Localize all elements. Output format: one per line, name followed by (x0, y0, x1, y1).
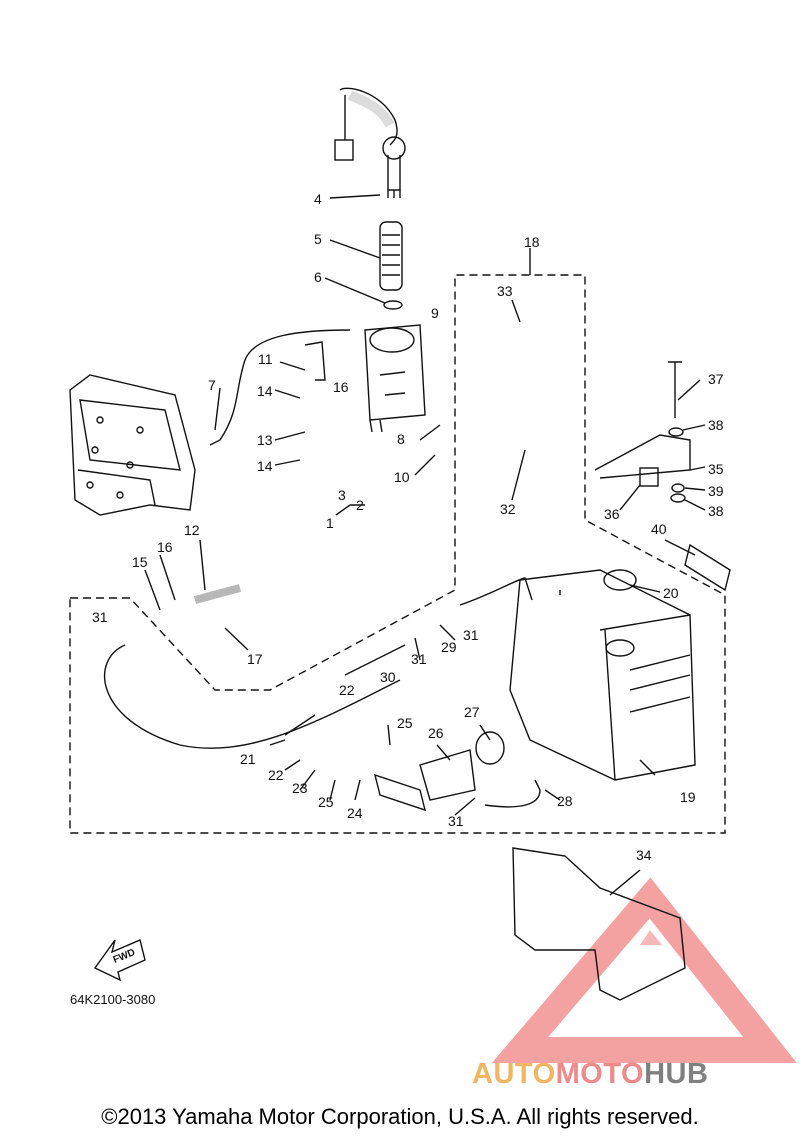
callout-19: 19 (680, 789, 696, 805)
fwd-arrow-icon (93, 939, 146, 982)
callout-24: 24 (347, 805, 363, 821)
callout-20: 20 (663, 585, 679, 601)
watermark-hub: HUB (644, 1058, 709, 1090)
bracket-34 (512, 847, 686, 1001)
hose-30 (344, 644, 406, 676)
callout-34: 34 (636, 847, 652, 863)
filter-element (379, 221, 403, 291)
callout-36: 36 (604, 506, 620, 522)
callout-16b: 16 (157, 539, 173, 555)
callout-7: 7 (208, 377, 216, 393)
callout-5: 5 (314, 231, 322, 247)
band-35 (594, 434, 691, 487)
callout-10: 10 (394, 469, 410, 485)
callout-31c: 31 (411, 651, 427, 667)
callout-11: 11 (258, 351, 273, 367)
hose-top-tank (459, 577, 533, 606)
callout-27: 27 (464, 704, 480, 720)
callout-25b: 25 (318, 794, 334, 810)
hose-12 (193, 584, 242, 604)
callout-37: 37 (708, 371, 724, 387)
callout-17: 17 (247, 651, 263, 667)
callout-28: 28 (557, 793, 573, 809)
washer-39 (671, 483, 685, 493)
filter-housing (364, 324, 426, 433)
hose-28 (484, 779, 541, 808)
callout-15: 15 (132, 554, 148, 570)
copyright-notice: ©2013 Yamaha Motor Corporation, U.S.A. A… (101, 1104, 699, 1129)
hose-21 (284, 714, 316, 736)
watermark-triangle-inner (640, 930, 662, 945)
watermark-moto: MOTO (555, 1058, 645, 1090)
callout-39: 39 (708, 483, 724, 499)
hose-31-long (103, 644, 401, 749)
fuel-tank (509, 569, 696, 781)
callout-22a: 22 (339, 682, 355, 698)
callout-22b: 22 (268, 767, 284, 783)
hose-7 (209, 329, 351, 446)
callout-14a: 14 (257, 383, 273, 399)
callout-33: 33 (497, 283, 513, 299)
hose-11 (304, 341, 326, 381)
washer-38 (668, 427, 684, 437)
callout-13: 13 (257, 432, 273, 448)
callout-16a: 16 (333, 379, 349, 395)
watermark-auto: AUTO (472, 1058, 556, 1090)
engine-cover (69, 374, 196, 516)
callout-14b: 14 (257, 458, 273, 474)
callout-25a: 25 (397, 715, 413, 731)
callout-31a: 31 (92, 609, 108, 625)
callout-31b: 31 (463, 627, 479, 643)
o-ring (383, 300, 403, 310)
callout-2: 2 (356, 497, 364, 513)
callout-40: 40 (651, 521, 667, 537)
callout-9: 9 (431, 305, 439, 321)
label-40 (684, 543, 731, 592)
callout-32: 32 (500, 501, 516, 517)
fuel-sender-wire (334, 87, 406, 198)
callout-26: 26 (428, 725, 444, 741)
callout-38b: 38 (708, 503, 724, 519)
watermark-logo: AUTOMOTOHUB (472, 1058, 708, 1091)
callout-8: 8 (397, 431, 405, 447)
callout-3: 3 (338, 487, 346, 503)
part-code: 64K2100-3080 (70, 992, 156, 1007)
callout-38a: 38 (708, 417, 724, 433)
callout-12: 12 (184, 522, 200, 538)
callout-31d: 31 (448, 813, 464, 829)
callout-21: 21 (240, 751, 256, 767)
watermark-triangle (491, 877, 797, 1063)
callout-18: 18 (524, 234, 540, 250)
callout-30: 30 (380, 669, 396, 685)
callout-6: 6 (314, 269, 322, 285)
fuel-pump (374, 731, 505, 812)
callout-1: 1 (326, 515, 334, 531)
callout-29: 29 (441, 639, 457, 655)
callout-4: 4 (314, 191, 322, 207)
callout-23: 23 (292, 780, 308, 796)
washer-38b (670, 493, 686, 503)
callout-35: 35 (708, 461, 724, 477)
bolt-37 (668, 361, 682, 418)
